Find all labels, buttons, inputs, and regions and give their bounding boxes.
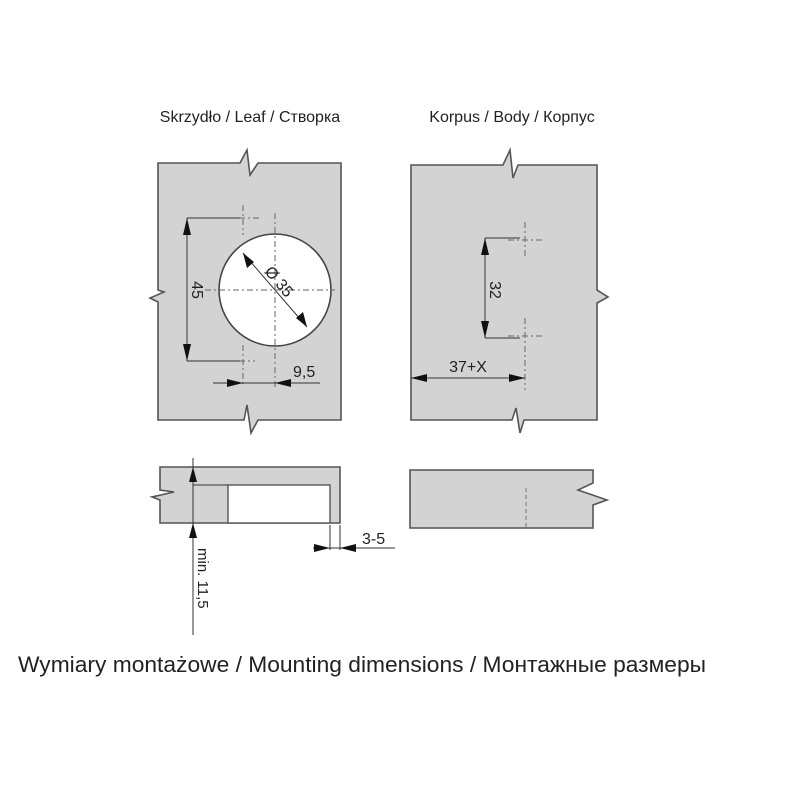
body-panel-section <box>409 469 610 530</box>
leaf-panel-top-view: 45 Ø 35 9,5 <box>148 147 342 436</box>
dim-37-x: 37+X <box>449 359 487 376</box>
leaf-panel-section: min. 11,5 3-5 <box>149 458 395 635</box>
dim-45: 45 <box>188 281 205 299</box>
leaf-heading: Skrzydło / Leaf / Створка <box>160 109 341 126</box>
body-panel-top-view: 32 37+X <box>410 147 610 434</box>
dim-3-5: 3-5 <box>362 531 385 548</box>
caption: Wymiary montażowe / Mounting dimensions … <box>18 652 706 677</box>
dim-min-11-5: min. 11,5 <box>194 548 211 609</box>
dim-32: 32 <box>486 281 503 299</box>
body-heading: Korpus / Body / Корпус <box>429 109 594 126</box>
dim-9-5: 9,5 <box>293 364 315 381</box>
